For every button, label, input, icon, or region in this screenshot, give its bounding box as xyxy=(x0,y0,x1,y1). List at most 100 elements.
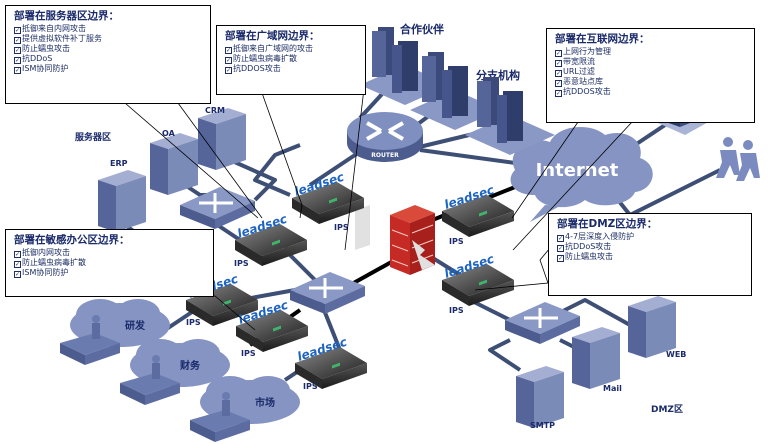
ips-chassis-side xyxy=(295,363,322,389)
trunk-core-firewall xyxy=(349,258,396,287)
feature-item: ✓抗DDOS攻击 xyxy=(555,87,611,97)
erp-label: ERP xyxy=(110,159,128,168)
checkbox-checked-icon: ✓ xyxy=(555,70,562,77)
ips-devices: leadsecIPSleadsecIPSleadsecIPSleadsecIPS… xyxy=(186,170,514,391)
feature-item: ✓抗DDoS攻击 xyxy=(557,242,612,252)
link-router-internet xyxy=(419,148,531,167)
checkbox-checked-icon: ✓ xyxy=(225,57,232,64)
person-icon xyxy=(222,400,230,416)
checkbox-checked-icon: ✓ xyxy=(14,251,21,258)
oa-label: OA xyxy=(162,129,176,138)
users-icon xyxy=(716,137,760,181)
ips-chassis-side xyxy=(186,300,213,326)
switch-arrows-icon xyxy=(309,278,343,298)
ips-label: IPS xyxy=(241,349,256,358)
ips-label: IPS xyxy=(334,223,349,232)
checkbox-checked-icon: ✓ xyxy=(555,50,562,57)
internet-cloud: Internet xyxy=(510,126,653,222)
ips-chassis-front xyxy=(469,211,514,237)
callout-office-title: 部署在敏感办公区边界： xyxy=(14,234,130,246)
callout-wan-title: 部署在广域网边界： xyxy=(225,30,320,42)
ips-chassis-front xyxy=(263,326,308,352)
router-label: ROUTER xyxy=(371,152,399,159)
feature-item: ✓带宽限流 xyxy=(555,57,595,67)
ips-chassis-side xyxy=(235,240,262,266)
callout-server-zone: 部署在服务器区边界： ✓抵御来自内网攻击 ✓提供虚拟软件补丁服务 ✓防止蠕虫攻击… xyxy=(5,5,211,104)
callout-internet: 部署在互联网边界： ✓上网行为管理 ✓带宽限流 ✓URL过滤 ✓恶意站点库 ✓抗… xyxy=(546,28,755,123)
ips-chassis-top xyxy=(235,224,307,256)
feature-item: ✓恶意站点库 xyxy=(555,77,603,87)
ips-status-led xyxy=(273,325,281,332)
checkbox-checked-icon: ✓ xyxy=(14,27,21,34)
feature-item: ✓提供虚拟软件补丁服务 xyxy=(14,34,102,44)
feature-item: ✓4-7层深度入侵防护 xyxy=(557,232,635,242)
ips-label: IPS xyxy=(186,318,201,327)
smtp-label: SMTP xyxy=(530,421,555,430)
ips-label: IPS xyxy=(449,306,464,315)
ips-dmz: leadsec xyxy=(442,252,514,306)
ips-server-zone: leadsec xyxy=(235,212,307,266)
router: ROUTER xyxy=(347,112,423,162)
server-web xyxy=(628,296,676,358)
callout-office: 部署在敏感办公区边界： ✓抵御内网攻击 ✓防止蠕虫病毒扩散 ✓ISM协同防护 xyxy=(5,229,214,297)
switch-server-zone xyxy=(180,187,255,229)
market-label: 市场 xyxy=(255,396,275,409)
switch-arrows-icon xyxy=(199,193,233,213)
link-dmz-ips-switch xyxy=(469,298,511,322)
checkbox-checked-icon: ✓ xyxy=(14,261,21,268)
checkbox-checked-icon: ✓ xyxy=(14,57,21,64)
ips-chassis-top xyxy=(292,182,364,214)
web-label: WEB xyxy=(666,350,686,359)
person-icon xyxy=(92,323,100,339)
ips-chassis-side xyxy=(442,280,469,306)
server-smtp xyxy=(516,366,564,428)
firewall-icon xyxy=(355,205,435,275)
server-oa xyxy=(150,133,198,195)
rd-label: 研发 xyxy=(125,319,146,332)
callout-dmz-title: 部署在DMZ区边界： xyxy=(557,218,658,230)
ips-status-led xyxy=(479,279,487,286)
partner-label: 合作伙伴 xyxy=(400,22,444,36)
ips-chassis-top xyxy=(442,264,514,296)
checkbox-checked-icon: ✓ xyxy=(225,67,232,74)
ips-label: IPS xyxy=(449,237,464,246)
internet-label: Internet xyxy=(536,160,619,181)
switch-dmz xyxy=(505,302,580,344)
server-zone-label: 服务器区 xyxy=(75,131,111,143)
feature-item: ✓ISM协同防护 xyxy=(14,64,69,74)
ips-chassis-top xyxy=(295,347,367,379)
callout-internet-list: ✓上网行为管理 ✓带宽限流 ✓URL过滤 ✓恶意站点库 ✓抗DDOS攻击 xyxy=(555,47,746,97)
checkbox-checked-icon: ✓ xyxy=(557,255,564,262)
ips-status-led xyxy=(332,362,340,369)
crm-label: CRM xyxy=(205,106,225,115)
ips-office-mkt: leadsec xyxy=(295,335,367,389)
ips-chassis-front xyxy=(262,240,307,266)
ips-wan: leadsec xyxy=(292,170,364,224)
ips-label: IPS xyxy=(303,382,318,391)
server-crm xyxy=(198,108,246,170)
checkbox-checked-icon: ✓ xyxy=(14,47,21,54)
server-mail xyxy=(572,327,620,389)
ips-chassis-top xyxy=(442,195,514,227)
ips-status-led xyxy=(272,239,280,246)
callout-dmz: 部署在DMZ区边界： ✓4-7层深度入侵防护 ✓抗DDoS攻击 ✓防止蠕虫攻击 xyxy=(548,213,752,296)
link-dmz-switch-smtp xyxy=(488,338,522,372)
ips-status-led xyxy=(479,210,487,217)
checkbox-checked-icon: ✓ xyxy=(14,67,21,74)
ips-chassis-side xyxy=(292,198,319,224)
callout-server-zone-list: ✓抵御来自内网攻击 ✓提供虚拟软件补丁服务 ✓防止蠕虫攻击 ✓抗DDoS ✓IS… xyxy=(14,24,202,74)
feature-item: ✓防止蠕虫病毒扩散 xyxy=(14,258,86,268)
checkbox-checked-icon: ✓ xyxy=(555,90,562,97)
office-market: 市场 xyxy=(190,376,300,442)
feature-item: ✓抵御来自内网攻击 xyxy=(14,24,86,34)
checkbox-checked-icon: ✓ xyxy=(555,60,562,67)
callout-dmz-list: ✓4-7层深度入侵防护 ✓抗DDoS攻击 ✓防止蠕虫攻击 xyxy=(557,232,743,262)
callout-office-list: ✓抵御内网攻击 ✓防止蠕虫病毒扩散 ✓ISM协同防护 xyxy=(14,248,205,278)
office-rd: 研发 xyxy=(60,299,170,365)
callout-internet-title: 部署在互联网边界： xyxy=(555,33,650,45)
checkbox-checked-icon: ✓ xyxy=(14,37,21,44)
link-rd xyxy=(163,308,197,332)
feature-item: ✓URL过滤 xyxy=(555,67,595,77)
feature-item: ✓上网行为管理 xyxy=(555,47,611,57)
